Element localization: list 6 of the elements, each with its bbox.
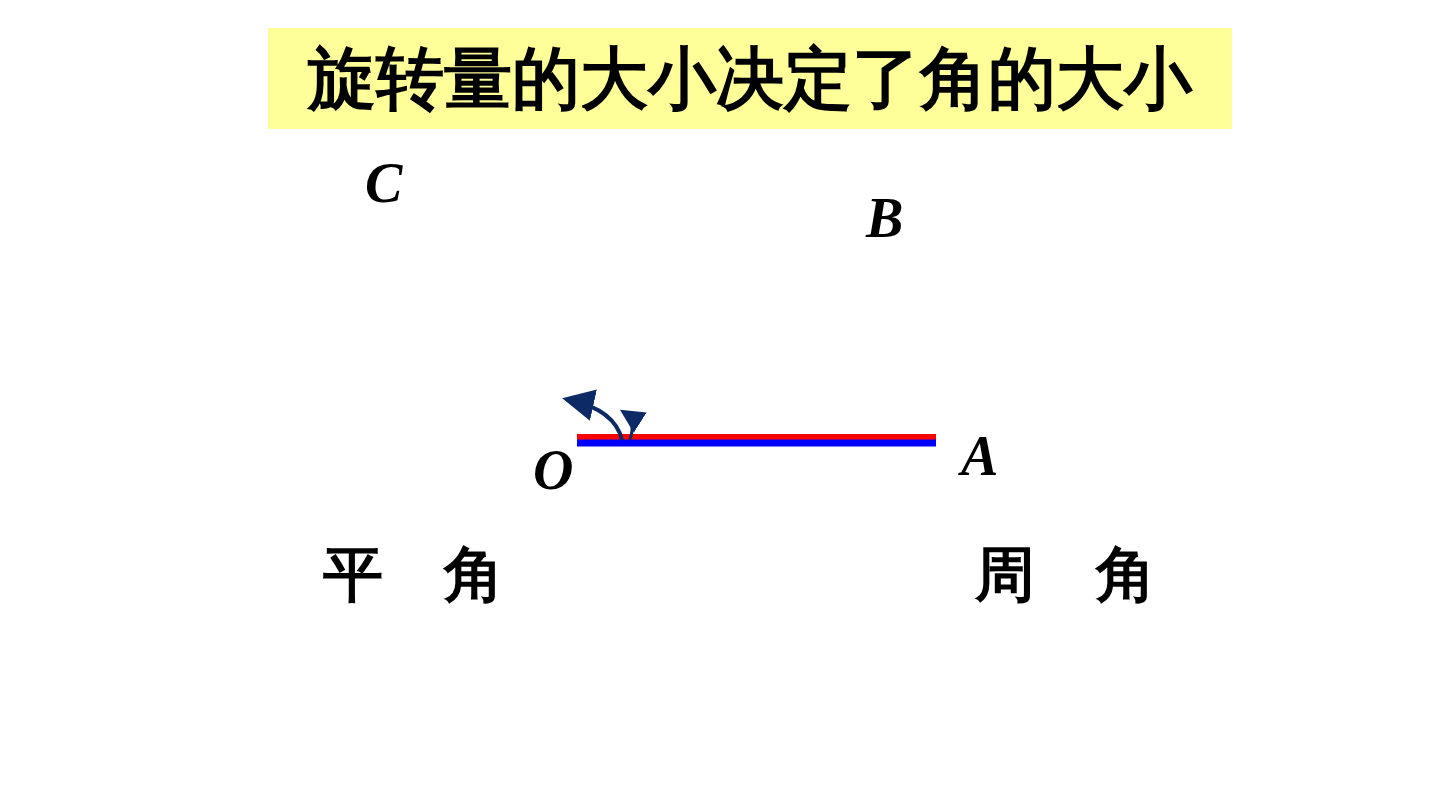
- angle-name: 平 角: [323, 542, 504, 606]
- point-label: C: [365, 155, 403, 211]
- point-label: O: [533, 442, 574, 498]
- point-label: B: [866, 190, 904, 246]
- title-banner: 旋转量的大小决定了角的大小: [268, 28, 1232, 129]
- angle-name: 周 角: [975, 542, 1156, 606]
